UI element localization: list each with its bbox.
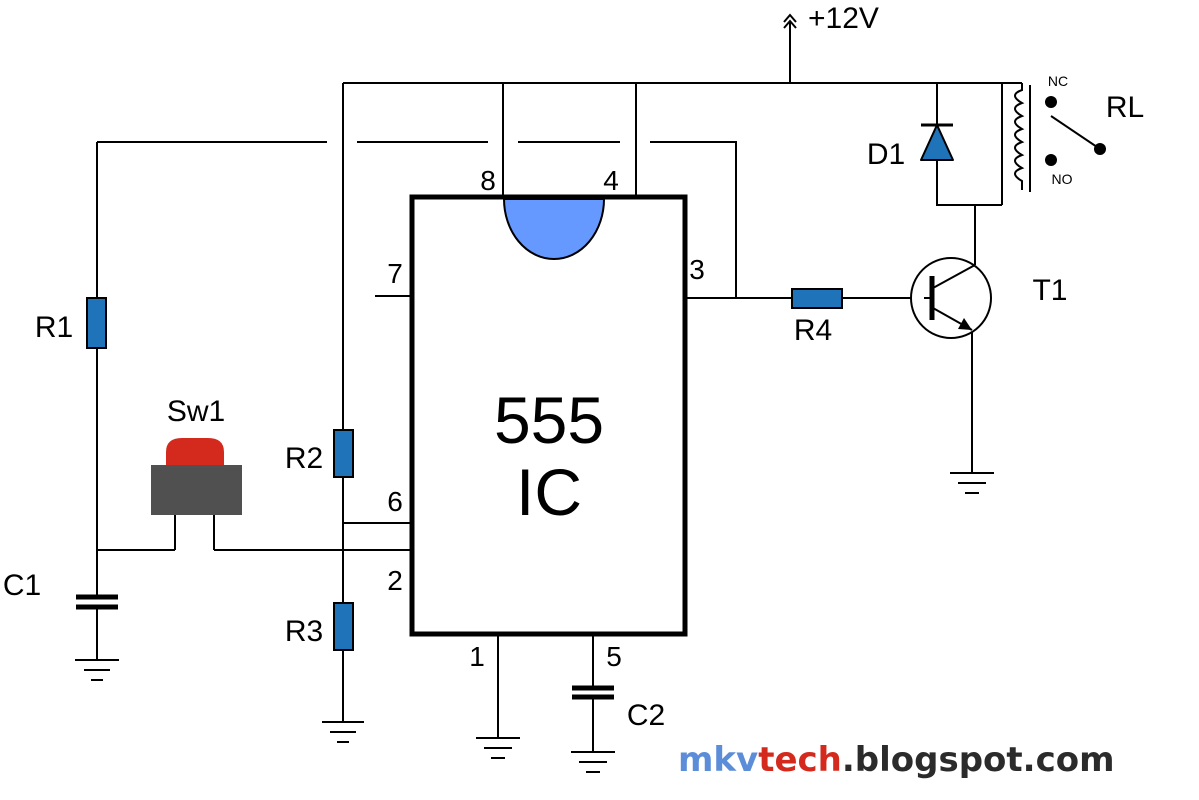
rl-label: RL — [1106, 91, 1144, 124]
watermark: mkvtech.blogspot.com — [678, 740, 1115, 780]
d1-label: D1 — [867, 138, 905, 171]
pin-3-label: 3 — [689, 254, 705, 285]
switch-sw1 — [151, 438, 242, 515]
ic-label-ic: IC — [516, 455, 582, 529]
relay-coil — [1014, 83, 1031, 192]
ground-icon — [571, 751, 615, 773]
r2-label: R2 — [285, 442, 323, 475]
ic-label-555: 555 — [494, 383, 604, 457]
pin-8-label: 8 — [480, 165, 496, 196]
c2-label: C2 — [627, 699, 665, 732]
transistor-t1 — [910, 257, 992, 339]
resistor-r2 — [333, 429, 354, 478]
pin-7-label: 7 — [387, 258, 403, 289]
pin-1-label: 1 — [469, 641, 485, 672]
pin-5-label: 5 — [606, 641, 622, 672]
ground-icon — [476, 737, 520, 759]
pin-2-label: 2 — [387, 565, 403, 596]
pin-4-label: 4 — [603, 165, 619, 196]
r3-label: R3 — [285, 615, 323, 648]
capacitor-c1 — [76, 594, 118, 610]
watermark-part2: tech — [758, 740, 842, 780]
ic-notch — [502, 198, 606, 260]
r4-label: R4 — [794, 314, 832, 347]
no-label: NO — [1052, 171, 1073, 187]
capacitor-c2 — [572, 685, 614, 700]
relay-contacts — [1045, 96, 1106, 166]
t1-label: T1 — [1032, 274, 1067, 307]
watermark-part1: mkv — [678, 740, 758, 780]
supply-arrow-icon — [783, 13, 797, 29]
sw1-label: Sw1 — [167, 395, 225, 428]
watermark-part3: .blogspot.com — [842, 740, 1115, 780]
ground-icon — [950, 472, 994, 494]
ic-555: 555 IC — [409, 194, 688, 637]
r1-label: R1 — [35, 311, 73, 344]
ground-icon — [75, 659, 119, 681]
nc-label: NC — [1048, 73, 1068, 89]
diode-d1 — [920, 123, 954, 161]
resistor-r1 — [86, 297, 107, 349]
resistor-r4 — [791, 288, 843, 309]
wires — [96, 22, 1022, 752]
supply-label: +12V — [808, 2, 879, 35]
resistor-r3 — [333, 602, 354, 651]
c1-label: C1 — [3, 569, 41, 602]
pin-6-label: 6 — [387, 486, 403, 517]
ground-icon — [322, 721, 364, 743]
